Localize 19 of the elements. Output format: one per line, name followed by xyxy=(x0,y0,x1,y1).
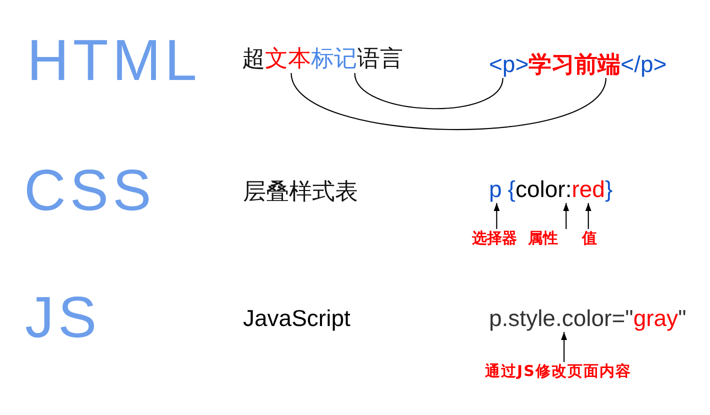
code-snippet: <p>学习前端</p> xyxy=(489,50,667,78)
language-heading: JS xyxy=(25,289,101,347)
arrow xyxy=(585,203,592,229)
term-text: 超文本标记语言 xyxy=(242,45,403,73)
annotation-label: 选择器 xyxy=(472,229,517,247)
connector-curve xyxy=(290,72,606,130)
arrow xyxy=(561,332,568,362)
arrow xyxy=(563,203,570,229)
annotation-label: 值 xyxy=(582,229,597,247)
term-text: 层叠样式表 xyxy=(243,178,358,206)
code-snippet: p {color:red} xyxy=(489,175,613,203)
language-heading: CSS xyxy=(24,162,156,220)
code-snippet: p.style.color="gray" xyxy=(489,304,686,332)
arrow xyxy=(494,203,500,229)
language-heading: HTML xyxy=(27,32,201,90)
connector-curve xyxy=(354,72,504,110)
annotation-label: 通过JS修改页面内容 xyxy=(485,362,632,380)
term-text: JavaScript xyxy=(243,304,350,332)
annotation-label: 属性 xyxy=(528,229,558,247)
